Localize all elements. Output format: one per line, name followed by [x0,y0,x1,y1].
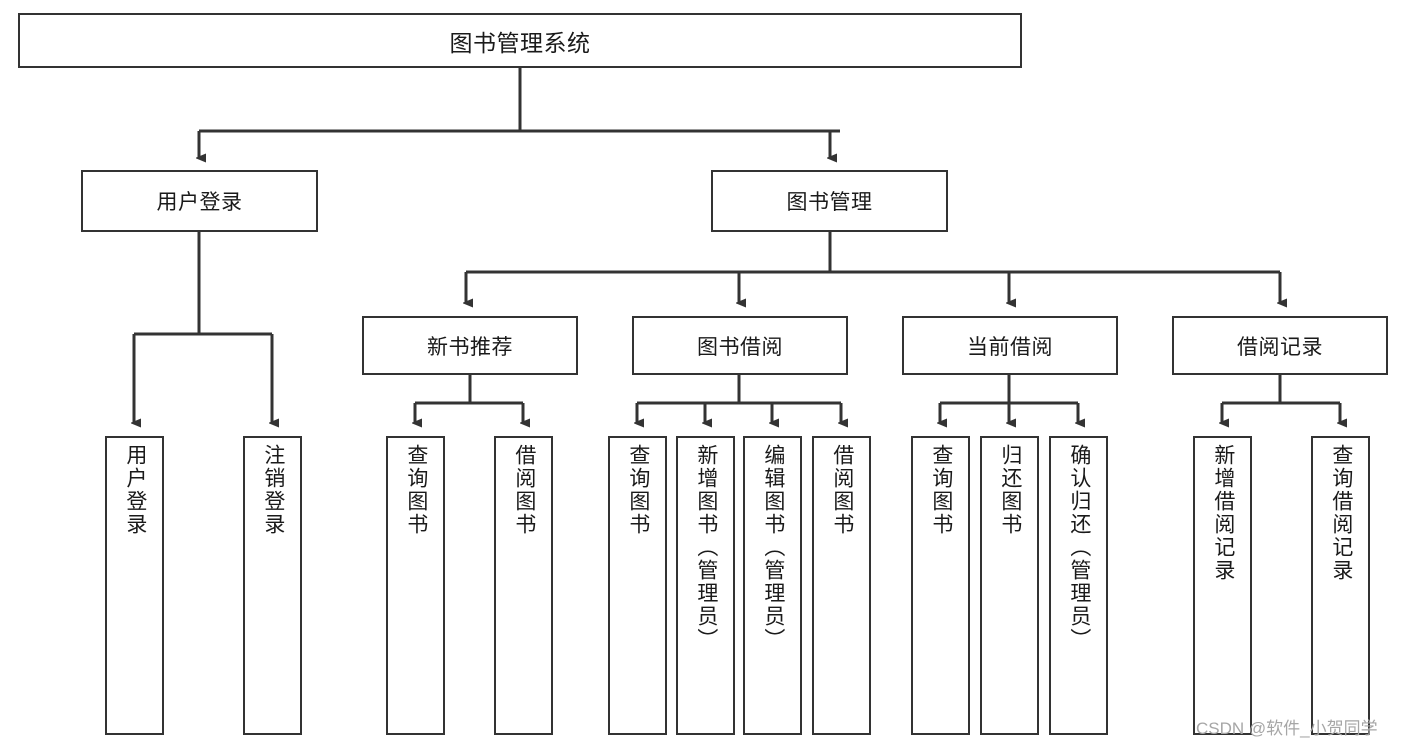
node-current-borrow[interactable]: 当前借阅 [902,316,1118,375]
leaf-logout[interactable]: 注销登录 [243,436,302,735]
node-label: 新书推荐 [427,335,513,359]
leaf-query-book-current[interactable]: 查询图书 [911,436,970,735]
leaf-query-borrow-record[interactable]: 查询借阅记录 [1311,436,1370,735]
node-label: 查询图书 [626,444,650,536]
node-user-login[interactable]: 用户登录 [81,170,318,232]
node-book-management[interactable]: 图书管理 [711,170,948,232]
node-label: 借阅记录 [1237,335,1323,359]
node-label: 借阅图书 [830,444,854,536]
node-label: 新增借阅记录 [1211,444,1235,582]
leaf-return-book[interactable]: 归还图书 [980,436,1039,735]
node-label: 用户登录 [123,444,147,536]
leaf-edit-book-admin[interactable]: 编辑图书（管理员） [743,436,802,735]
leaf-query-book-borrow[interactable]: 查询图书 [608,436,667,735]
node-label: 查询图书 [929,444,953,536]
node-label: 查询借阅记录 [1329,444,1353,582]
leaf-add-borrow-record[interactable]: 新增借阅记录 [1193,436,1252,735]
leaf-borrow-book-recommend[interactable]: 借阅图书 [494,436,553,735]
csdn-watermark: CSDN @软件_小贺同学 [1196,719,1378,738]
node-label: 查询图书 [404,444,428,536]
node-label: 新增图书（管理员） [694,444,718,651]
leaf-query-book-recommend[interactable]: 查询图书 [386,436,445,735]
node-label: 用户登录 [156,191,243,214]
node-root-system[interactable]: 图书管理系统 [18,13,1022,68]
node-label: 借阅图书 [512,444,536,536]
node-label: 图书管理 [786,191,873,214]
node-label: 图书管理系统 [449,29,591,56]
node-label: 确认归还（管理员） [1067,444,1091,651]
node-label: 注销登录 [261,444,285,536]
leaf-confirm-return-admin[interactable]: 确认归还（管理员） [1049,436,1108,735]
node-label: 当前借阅 [967,335,1053,359]
node-borrow-record[interactable]: 借阅记录 [1172,316,1388,375]
node-label: 图书借阅 [697,335,783,359]
node-new-book-recommend[interactable]: 新书推荐 [362,316,578,375]
node-label: 归还图书 [998,444,1022,536]
node-label: 编辑图书（管理员） [761,444,785,651]
leaf-borrow-book[interactable]: 借阅图书 [812,436,871,735]
leaf-add-book-admin[interactable]: 新增图书（管理员） [676,436,735,735]
leaf-user-login[interactable]: 用户登录 [105,436,164,735]
node-book-borrow[interactable]: 图书借阅 [632,316,848,375]
